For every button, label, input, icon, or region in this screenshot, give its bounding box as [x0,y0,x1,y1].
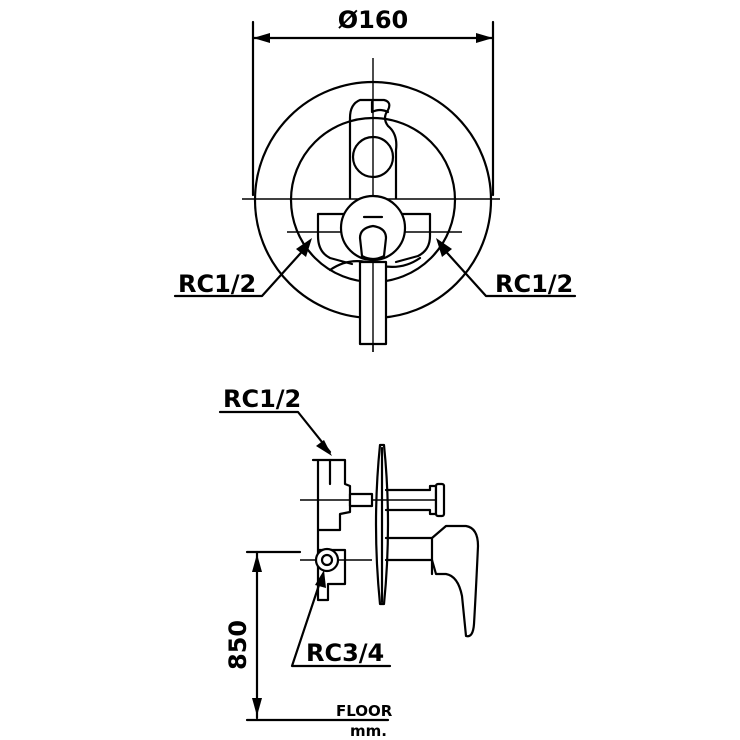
diverter-body [348,98,398,200]
diameter-label: Ø160 [338,6,409,34]
front-view: Ø160 RC1/2 RC1/2 [173,6,577,352]
height-label: 850 [224,620,252,670]
right-port-label: RC1/2 [495,270,573,298]
side-view: RC1/2 RC3/4 [218,385,480,740]
bottom-port-callout: RC3/4 [290,570,392,668]
diverter-cap [348,492,374,508]
left-port-callout: RC1/2 [173,238,312,298]
leader-arrow-right [436,238,452,257]
left-port-label: RC1/2 [178,270,256,298]
handle-boss [339,194,407,262]
leader-arrow-bottom [315,570,326,588]
diverter-knob [351,135,395,179]
right-port-callout: RC1/2 [436,238,577,298]
handle-lever-side [384,524,480,638]
diameter-dimension: Ø160 [251,6,495,197]
dim-arrow-left [253,33,270,43]
wall-flange [374,443,390,606]
diverter-knob-side [434,482,446,518]
valve-body-outline [316,212,432,266]
top-port-label: RC1/2 [223,385,301,413]
floor-reference: FLOOR mm. [245,702,393,740]
leader-arrow-left [296,238,312,257]
handle-lever [358,224,388,261]
floor-label: FLOOR [336,702,393,720]
diverter-tab [370,100,390,114]
dim-arrow-right [476,33,493,43]
bottom-port-label: RC3/4 [306,639,384,667]
height-dimension: 850 [224,550,302,720]
outlet-port [314,547,340,573]
unit-label: mm. [350,722,387,740]
top-port-callout: RC1/2 [218,385,332,456]
height-arrow-bottom [252,698,262,716]
height-arrow-top [252,554,262,572]
leader-arrow-top [316,440,332,456]
valve-body-side [311,458,352,602]
